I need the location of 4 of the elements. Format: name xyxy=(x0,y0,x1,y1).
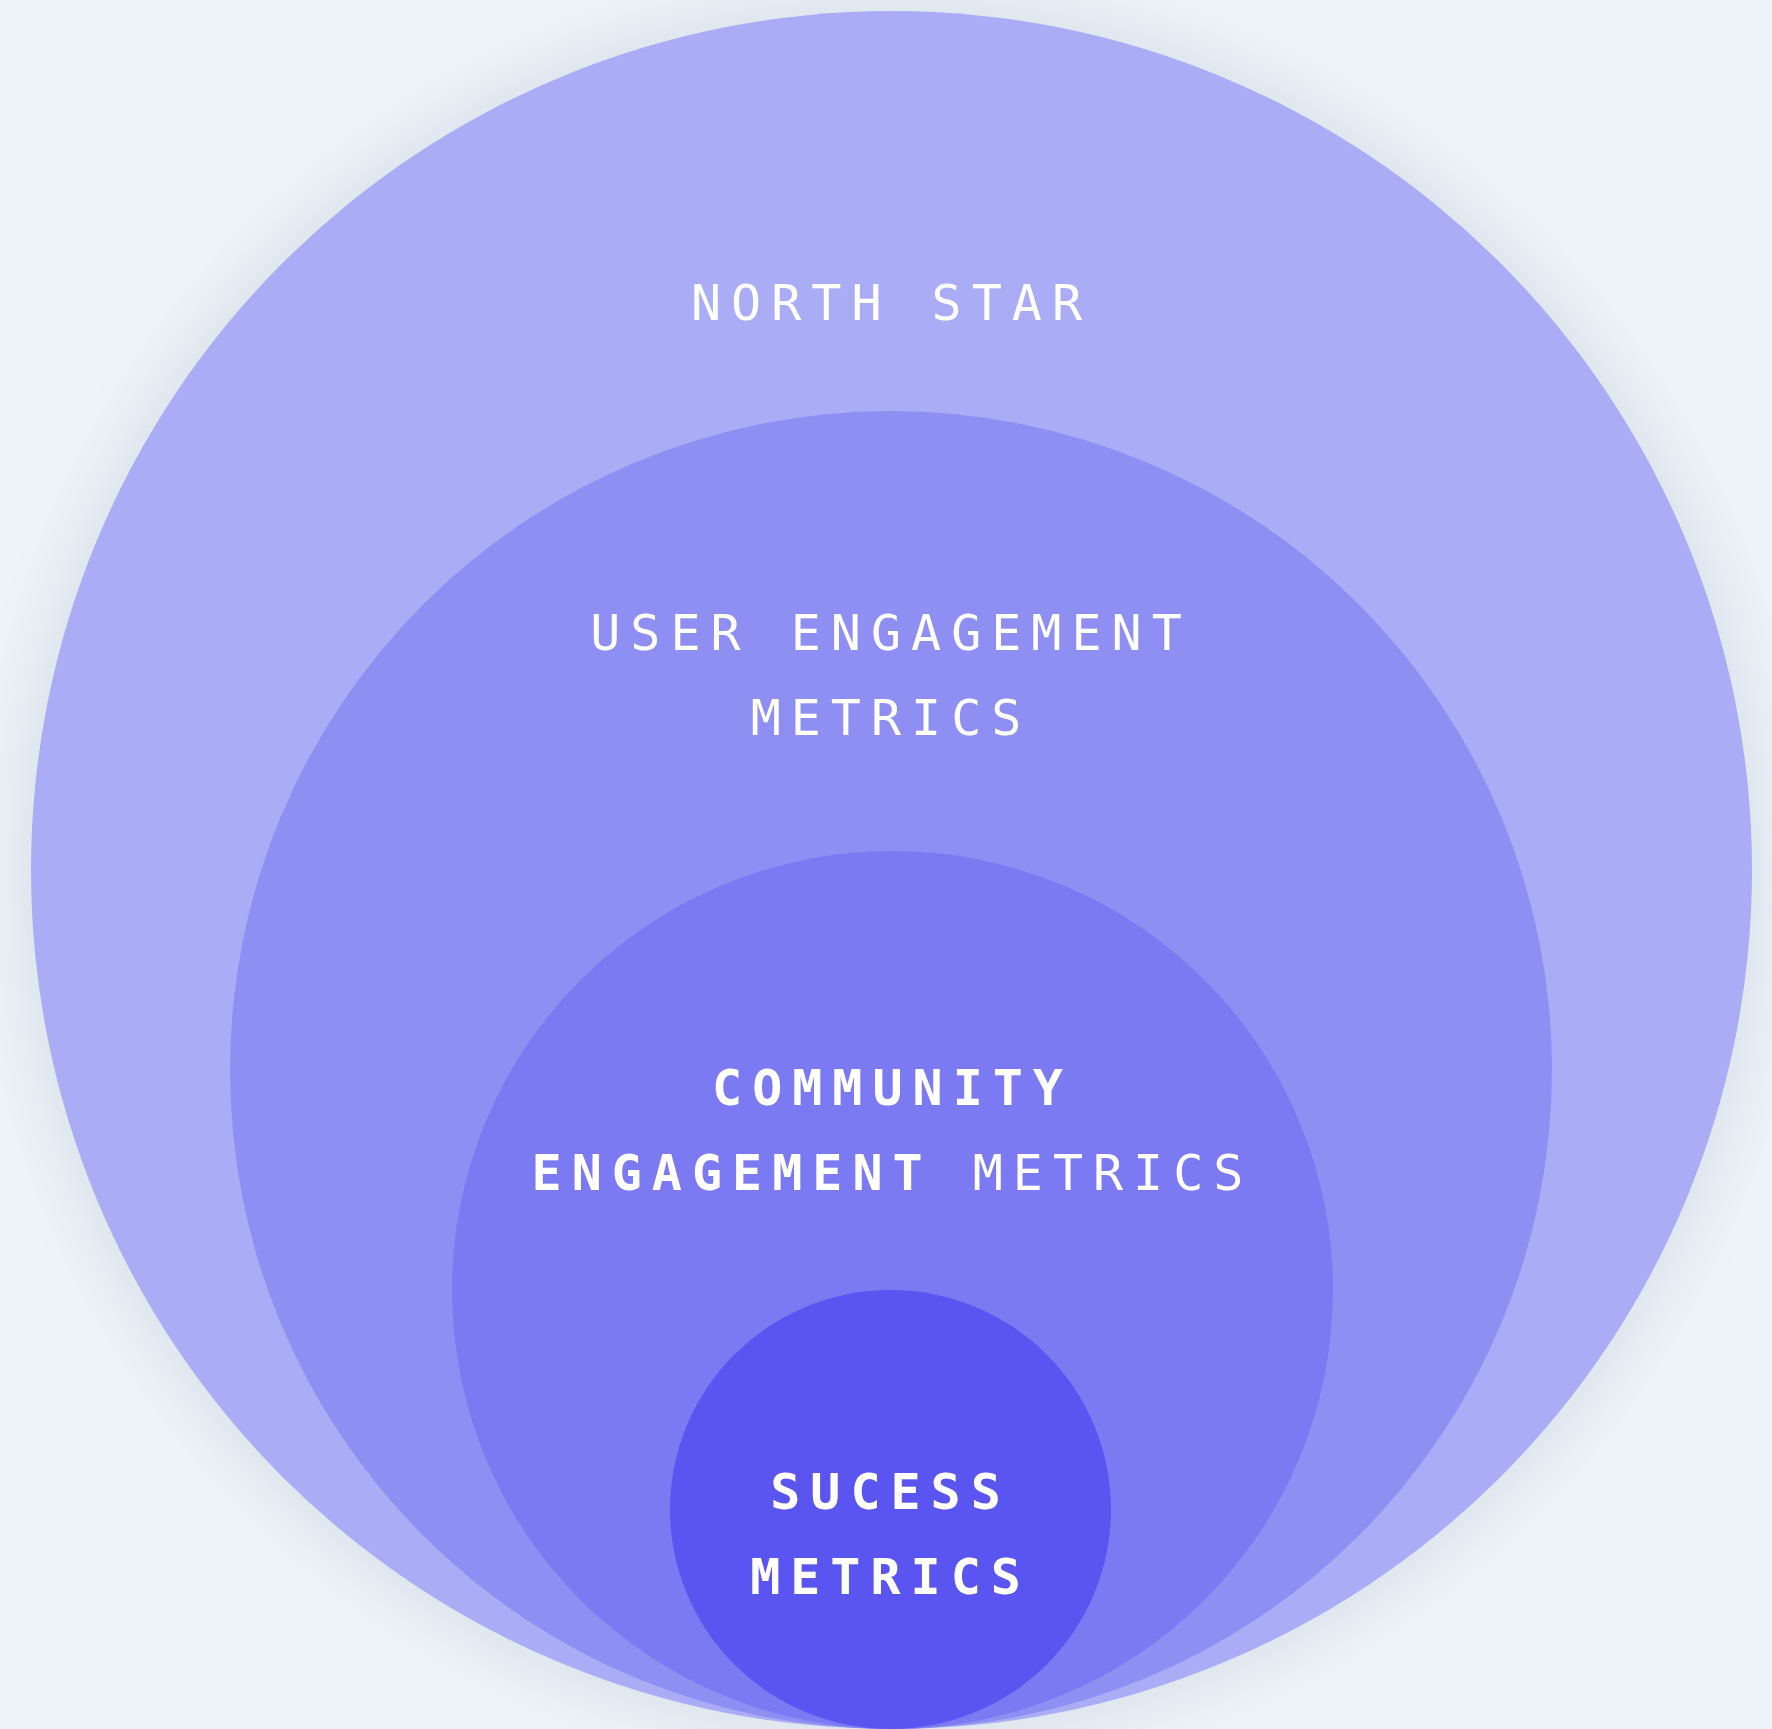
circle-label: NORTH STAR xyxy=(690,273,1093,334)
circle-label: COMMUNITY ENGAGEMENT METRICS xyxy=(530,1058,1255,1204)
circle-label: SUCESS METRICS xyxy=(749,1462,1032,1608)
circle-label: USER ENGAGEMENT METRICS xyxy=(589,603,1193,749)
